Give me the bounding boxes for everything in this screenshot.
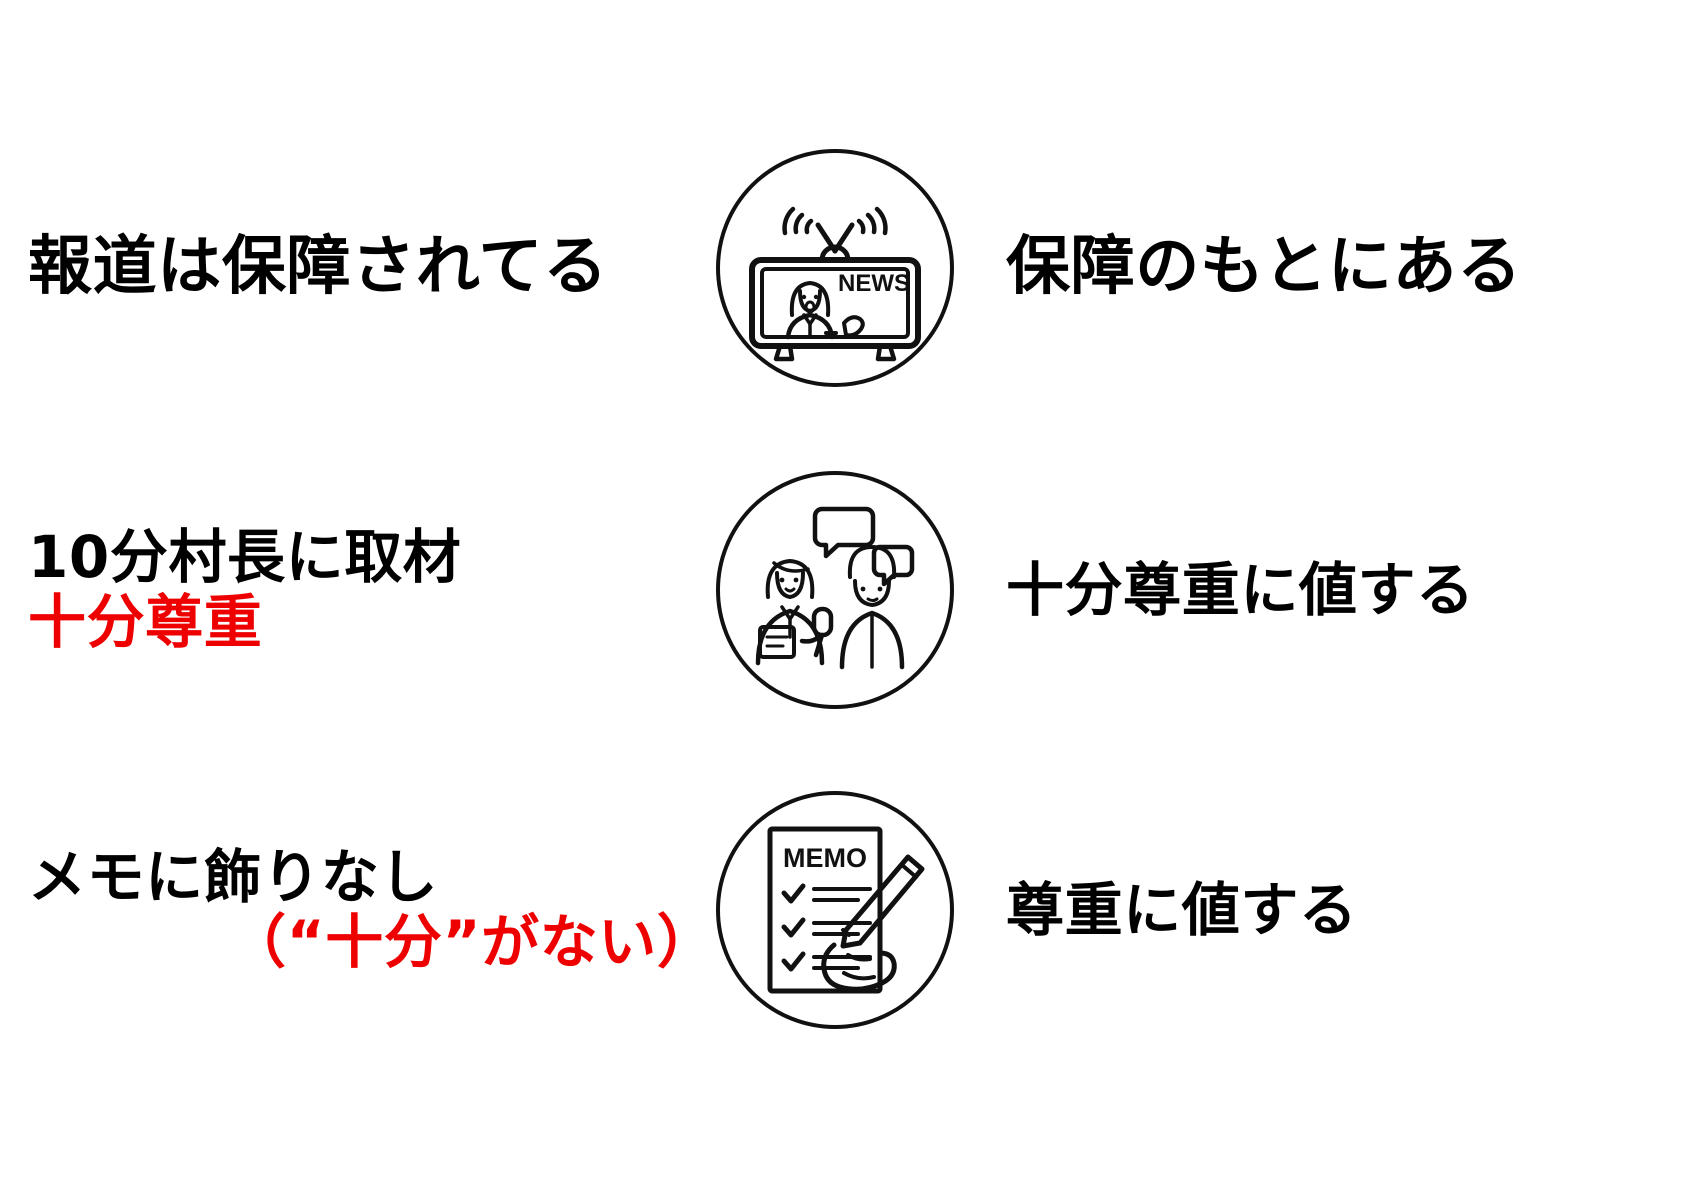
- row-2-left-line-1: 10分村長に取材: [28, 523, 462, 592]
- row-1-left-line-1: 報道は保障されてる: [28, 230, 608, 305]
- row-1-icon-cell: NEWS: [700, 149, 970, 387]
- row-2-icon-cell: [700, 471, 970, 709]
- interview-microphone-glyph: [755, 506, 915, 670]
- row-1-right-line-1: 保障のもとにある: [1006, 230, 1522, 305]
- row-3-icon-cell: MEMO: [700, 791, 970, 1029]
- row-1-right-text-block: 保障のもとにある: [970, 230, 1683, 305]
- row-3-left-text-block: メモに飾りなし （“十分”がない）: [0, 843, 716, 976]
- row-3-left-line-1: メモに飾りなし: [28, 843, 439, 912]
- row-1-left-text-block: 報道は保障されてる: [0, 230, 700, 305]
- tv-news-broadcast-icon: NEWS: [716, 149, 954, 387]
- row-2-right-line-1: 十分尊重に値する: [1006, 555, 1475, 624]
- memo-checklist-pen-icon: MEMO: [716, 791, 954, 1029]
- content-row-1: 報道は保障されてる: [0, 118, 1683, 418]
- memo-checklist-pen-glyph: MEMO: [767, 826, 925, 994]
- tv-news-broadcast-glyph: NEWS: [749, 206, 921, 362]
- row-2-right-text-block: 十分尊重に値する: [970, 555, 1683, 624]
- content-row-3: メモに飾りなし （“十分”がない） MEMO: [0, 760, 1683, 1060]
- row-3-right-text-block: 尊重に値する: [970, 875, 1683, 944]
- memo-title-label: MEMO: [783, 843, 867, 873]
- content-row-2: 10分村長に取材 十分尊重: [0, 440, 1683, 740]
- interview-microphone-icon: [716, 471, 954, 709]
- row-2-left-line-2-highlight: 十分尊重: [28, 588, 263, 656]
- row-2-left-text-block: 10分村長に取材 十分尊重: [0, 525, 700, 655]
- row-3-left-line-2-note: （“十分”がない）: [228, 908, 716, 976]
- news-screen-label: NEWS: [838, 270, 910, 297]
- row-3-right-line-1: 尊重に値する: [1006, 875, 1358, 944]
